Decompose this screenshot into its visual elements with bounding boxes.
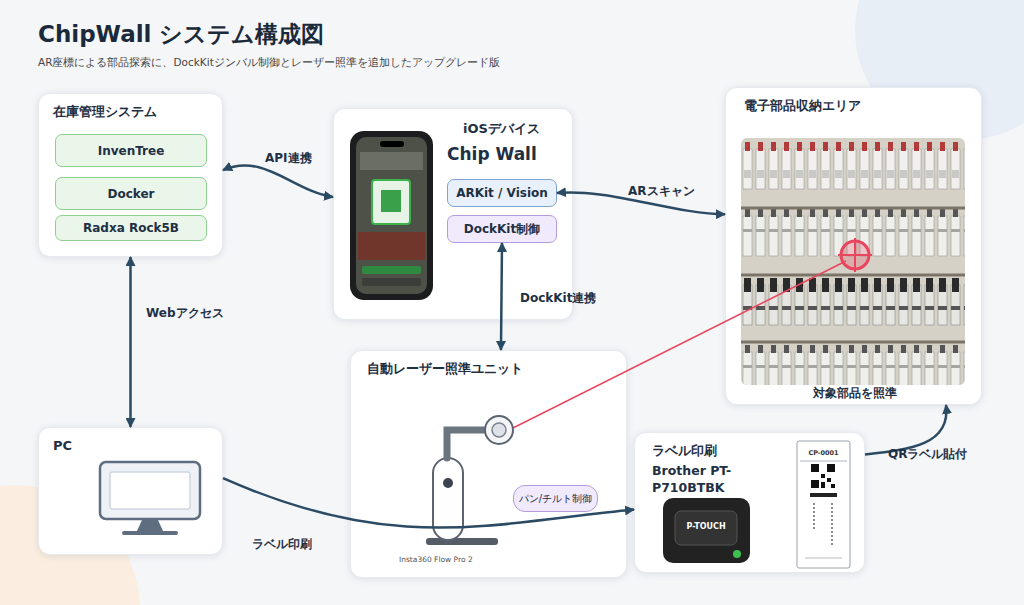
box-heading: 電子部品収納エリア	[744, 97, 861, 115]
box-label: パン/チルト制御	[519, 492, 592, 506]
box-label: DockKit制御	[464, 221, 540, 238]
box-label: Radxa Rock5B	[83, 221, 179, 235]
printer-illustration	[663, 498, 750, 563]
connector	[865, 405, 946, 455]
edge-label: ARスキャン	[628, 183, 695, 200]
inner-box: パン/チルト制御	[513, 485, 598, 512]
group-box: 在庫管理システム InvenTreeDockerRadxa Rock5B	[38, 93, 223, 257]
gimbal-illustration	[426, 416, 513, 545]
qr-tag-illustration	[797, 441, 850, 568]
connector	[223, 478, 634, 527]
edge-label: Webアクセス	[146, 305, 224, 322]
box-heading: ラベル印刷	[652, 442, 717, 460]
laser-beam	[513, 261, 846, 428]
connector	[557, 192, 725, 214]
box-label: InvenTree	[98, 144, 165, 158]
group-box: 自動レーザー照準ユニット Insta360 Flow Pro 2 パン/チルト制御	[350, 350, 627, 578]
edge-label: API連携	[265, 150, 312, 167]
diagram-title: ChipWall システム構成図	[38, 19, 324, 50]
box-text: Brother PT-P710BTBK	[652, 463, 762, 497]
connector	[501, 243, 502, 350]
box-heading: 自動レーザー照準ユニット	[367, 360, 523, 378]
inner-box: DockKit制御	[447, 215, 557, 243]
group-box: PC	[38, 427, 223, 555]
box-heading: iOSデバイス	[463, 120, 540, 138]
group-box: 電子部品収納エリア対象部品を照準	[725, 87, 982, 405]
connector	[223, 165, 333, 197]
group-box: iOSデバイス Chip WallARKit / VisionDockKit制御	[333, 108, 573, 320]
box-label: ARKit / Vision	[456, 186, 548, 200]
inner-box: InvenTree	[55, 134, 207, 167]
connector	[129, 257, 132, 427]
phone-illustration	[350, 131, 433, 300]
inner-box: Docker	[55, 177, 207, 210]
inner-box: ARKit / Vision	[447, 179, 557, 207]
diagram-caption: AR座標による部品探索に、DockKitジンバル制御とレーザー照準を追加したアッ…	[38, 56, 500, 70]
target-marker	[838, 238, 872, 272]
group-box: ラベル印刷 Brother PT-P710BTBK	[634, 432, 865, 573]
box-heading: PC	[53, 438, 72, 453]
parts-wall-photo	[741, 138, 965, 385]
box-text: Insta360 Flow Pro 2	[399, 555, 473, 564]
box-text: Chip Wall	[447, 144, 537, 164]
pc-illustration	[100, 462, 200, 535]
edge-label: QRラベル貼付	[888, 446, 967, 463]
box-label: Docker	[107, 187, 154, 201]
box-text: 対象部品を照準	[726, 385, 983, 402]
edge-label: ラベル印刷	[252, 536, 312, 553]
box-heading: 在庫管理システム	[53, 103, 157, 121]
inner-box: Radxa Rock5B	[55, 215, 207, 241]
